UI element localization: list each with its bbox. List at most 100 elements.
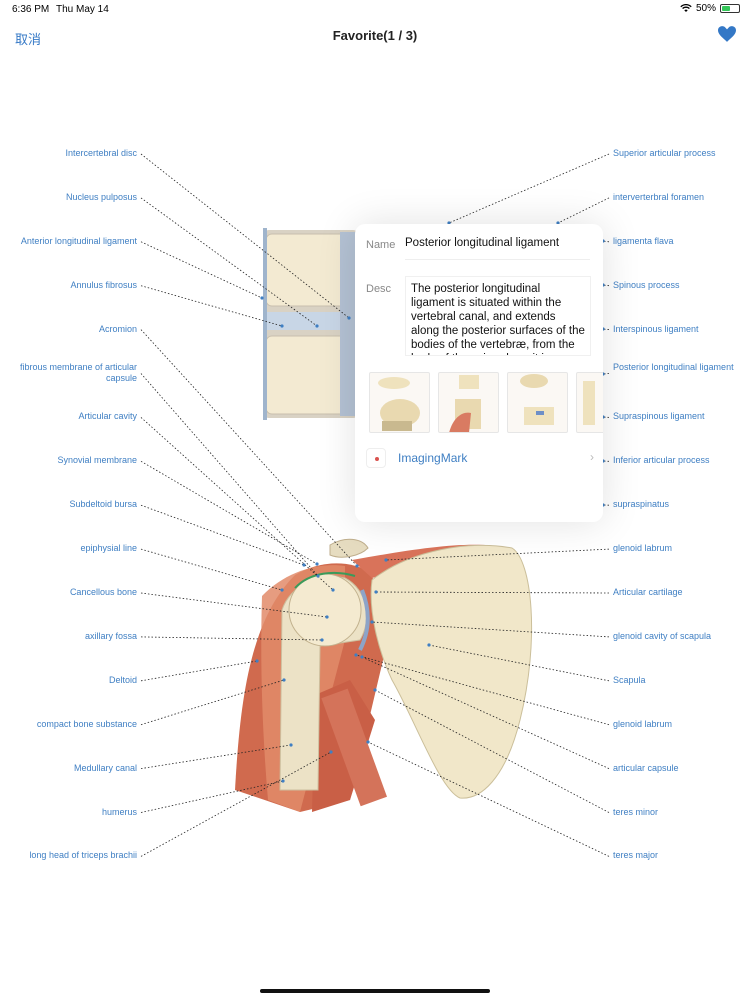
imaging-mark-row[interactable]: ImagingMark › [366, 448, 594, 470]
anatomy-label[interactable]: Superior articular process [613, 148, 716, 158]
anatomy-label[interactable]: Nucleus pulposus [65, 191, 137, 202]
name-label: Name [366, 239, 396, 251]
anatomy-label[interactable]: Articular cartilage [613, 587, 683, 597]
anatomy-label[interactable]: supraspinatus [613, 499, 670, 510]
leader-line [367, 741, 610, 857]
leader-dot [427, 643, 431, 647]
leader-line [140, 241, 263, 299]
anatomy-label[interactable]: Articular cavity [78, 411, 137, 422]
anatomy-label[interactable]: Cancellous bone [69, 587, 137, 597]
anatomy-label[interactable]: glenoid cavity of scapula [613, 630, 712, 641]
anatomy-label[interactable]: teres major [613, 850, 659, 861]
anatomy-label[interactable]: Inferior articular process [613, 455, 710, 466]
anatomy-label[interactable]: Subdeltoid bursa [69, 499, 137, 510]
anatomy-label[interactable]: glenoid labrum [613, 718, 673, 729]
leader-line [140, 744, 292, 769]
anatomy-label[interactable]: ligamenta flava [613, 235, 674, 246]
anatomy-label[interactable]: Acromion [98, 323, 137, 334]
leader-dot [282, 678, 286, 682]
anatomy-label[interactable]: Interspinous ligament [613, 323, 699, 334]
favorite-heart-icon[interactable] [718, 26, 736, 42]
leader-dot [260, 296, 264, 300]
leader-line [140, 660, 258, 682]
leader-dot [447, 221, 451, 225]
leader-line [140, 373, 319, 577]
leader-line [140, 285, 283, 327]
leader-line [602, 284, 610, 287]
leader-dot [280, 588, 284, 592]
status-right: 50% [680, 3, 740, 14]
cancel-button[interactable]: 取消 [15, 32, 42, 47]
leader-line [140, 636, 323, 641]
leader-dot [354, 653, 358, 657]
wifi-icon [680, 4, 692, 12]
battery-percent: 50% [695, 3, 716, 14]
anatomy-label[interactable]: interverterbral foramen [613, 191, 705, 202]
anatomy-label[interactable]: Scapula [613, 674, 646, 685]
leader-line [140, 460, 318, 565]
leader-line [428, 644, 610, 682]
vertebra-illustration [263, 228, 362, 420]
leader-dot [315, 324, 319, 328]
status-time: 6:36 PM [12, 4, 50, 15]
anatomy-label[interactable]: compact bone substance [36, 718, 137, 729]
leader-dot [355, 564, 359, 568]
leader-dot [373, 688, 377, 692]
anatomy-label[interactable]: Anterior longitudinal ligament [20, 235, 137, 246]
leader-dot [302, 563, 306, 567]
thumbnail[interactable] [507, 372, 568, 433]
leader-dot [289, 743, 293, 747]
anatomy-label[interactable]: humerus [101, 806, 137, 817]
shoulder-illustration [235, 538, 533, 812]
leader-line [140, 548, 283, 591]
anatomy-label[interactable]: Medullary canal [73, 762, 137, 773]
leader-dot [320, 638, 324, 642]
anatomy-label[interactable]: teres minor [613, 806, 659, 817]
leader-dot [370, 620, 374, 624]
structure-detail-card: Name Posterior longitudinal ligament Des… [355, 224, 603, 522]
leader-line [602, 373, 610, 375]
anatomy-label[interactable]: Posterior longitudinal ligament [613, 361, 734, 372]
anatomy-label[interactable]: Synovial membrane [57, 455, 137, 466]
leader-line [140, 679, 285, 726]
leader-dot [316, 574, 320, 578]
leader-line [448, 153, 610, 224]
anatomy-label[interactable]: articular capsule [613, 762, 679, 773]
leader-dot [347, 316, 351, 320]
anatomy-label[interactable]: fibrous membrane of articular capsule [19, 361, 137, 383]
leader-dot [255, 659, 259, 663]
leader-dot [331, 588, 335, 592]
anatomy-label[interactable]: glenoid labrum [613, 543, 673, 554]
imaging-mark-icon [366, 448, 386, 468]
status-date: Thu May 14 [56, 4, 109, 15]
anatomy-label[interactable]: long head of triceps brachii [29, 850, 137, 861]
anatomy-label[interactable]: Deltoid [108, 674, 137, 685]
leader-dot [325, 615, 329, 619]
desc-value[interactable]: The posterior longitudinal ligament is s… [405, 276, 591, 356]
anatomy-label[interactable]: epiphysial line [80, 543, 137, 554]
battery-icon [720, 4, 740, 13]
leader-line [140, 329, 358, 567]
leader-dot [329, 750, 333, 754]
home-indicator [260, 989, 490, 993]
thumbnail[interactable] [369, 372, 430, 433]
leader-line [371, 621, 610, 638]
image-thumbnails[interactable] [369, 372, 603, 434]
anatomy-label[interactable]: Annulus fibrosus [70, 279, 137, 290]
status-bar: 6:36 PM Thu May 14 50% [0, 0, 750, 18]
battery-fill [722, 6, 730, 11]
thumbnail[interactable] [438, 372, 499, 433]
imaging-mark-label: ImagingMark [398, 451, 468, 465]
thumbnail[interactable] [576, 372, 603, 433]
leader-dot [384, 558, 388, 562]
anatomy-label[interactable]: Intercertebral disc [65, 148, 137, 158]
leader-line [140, 417, 334, 591]
anatomy-label[interactable]: Spinous process [613, 279, 680, 290]
leader-dot [280, 324, 284, 328]
leader-dot [366, 740, 370, 744]
leader-dot [374, 590, 378, 594]
anatomy-label[interactable]: Supraspinous ligament [613, 411, 705, 422]
anatomy-label[interactable]: axillary fossa [84, 630, 137, 641]
leader-dot [360, 655, 364, 659]
